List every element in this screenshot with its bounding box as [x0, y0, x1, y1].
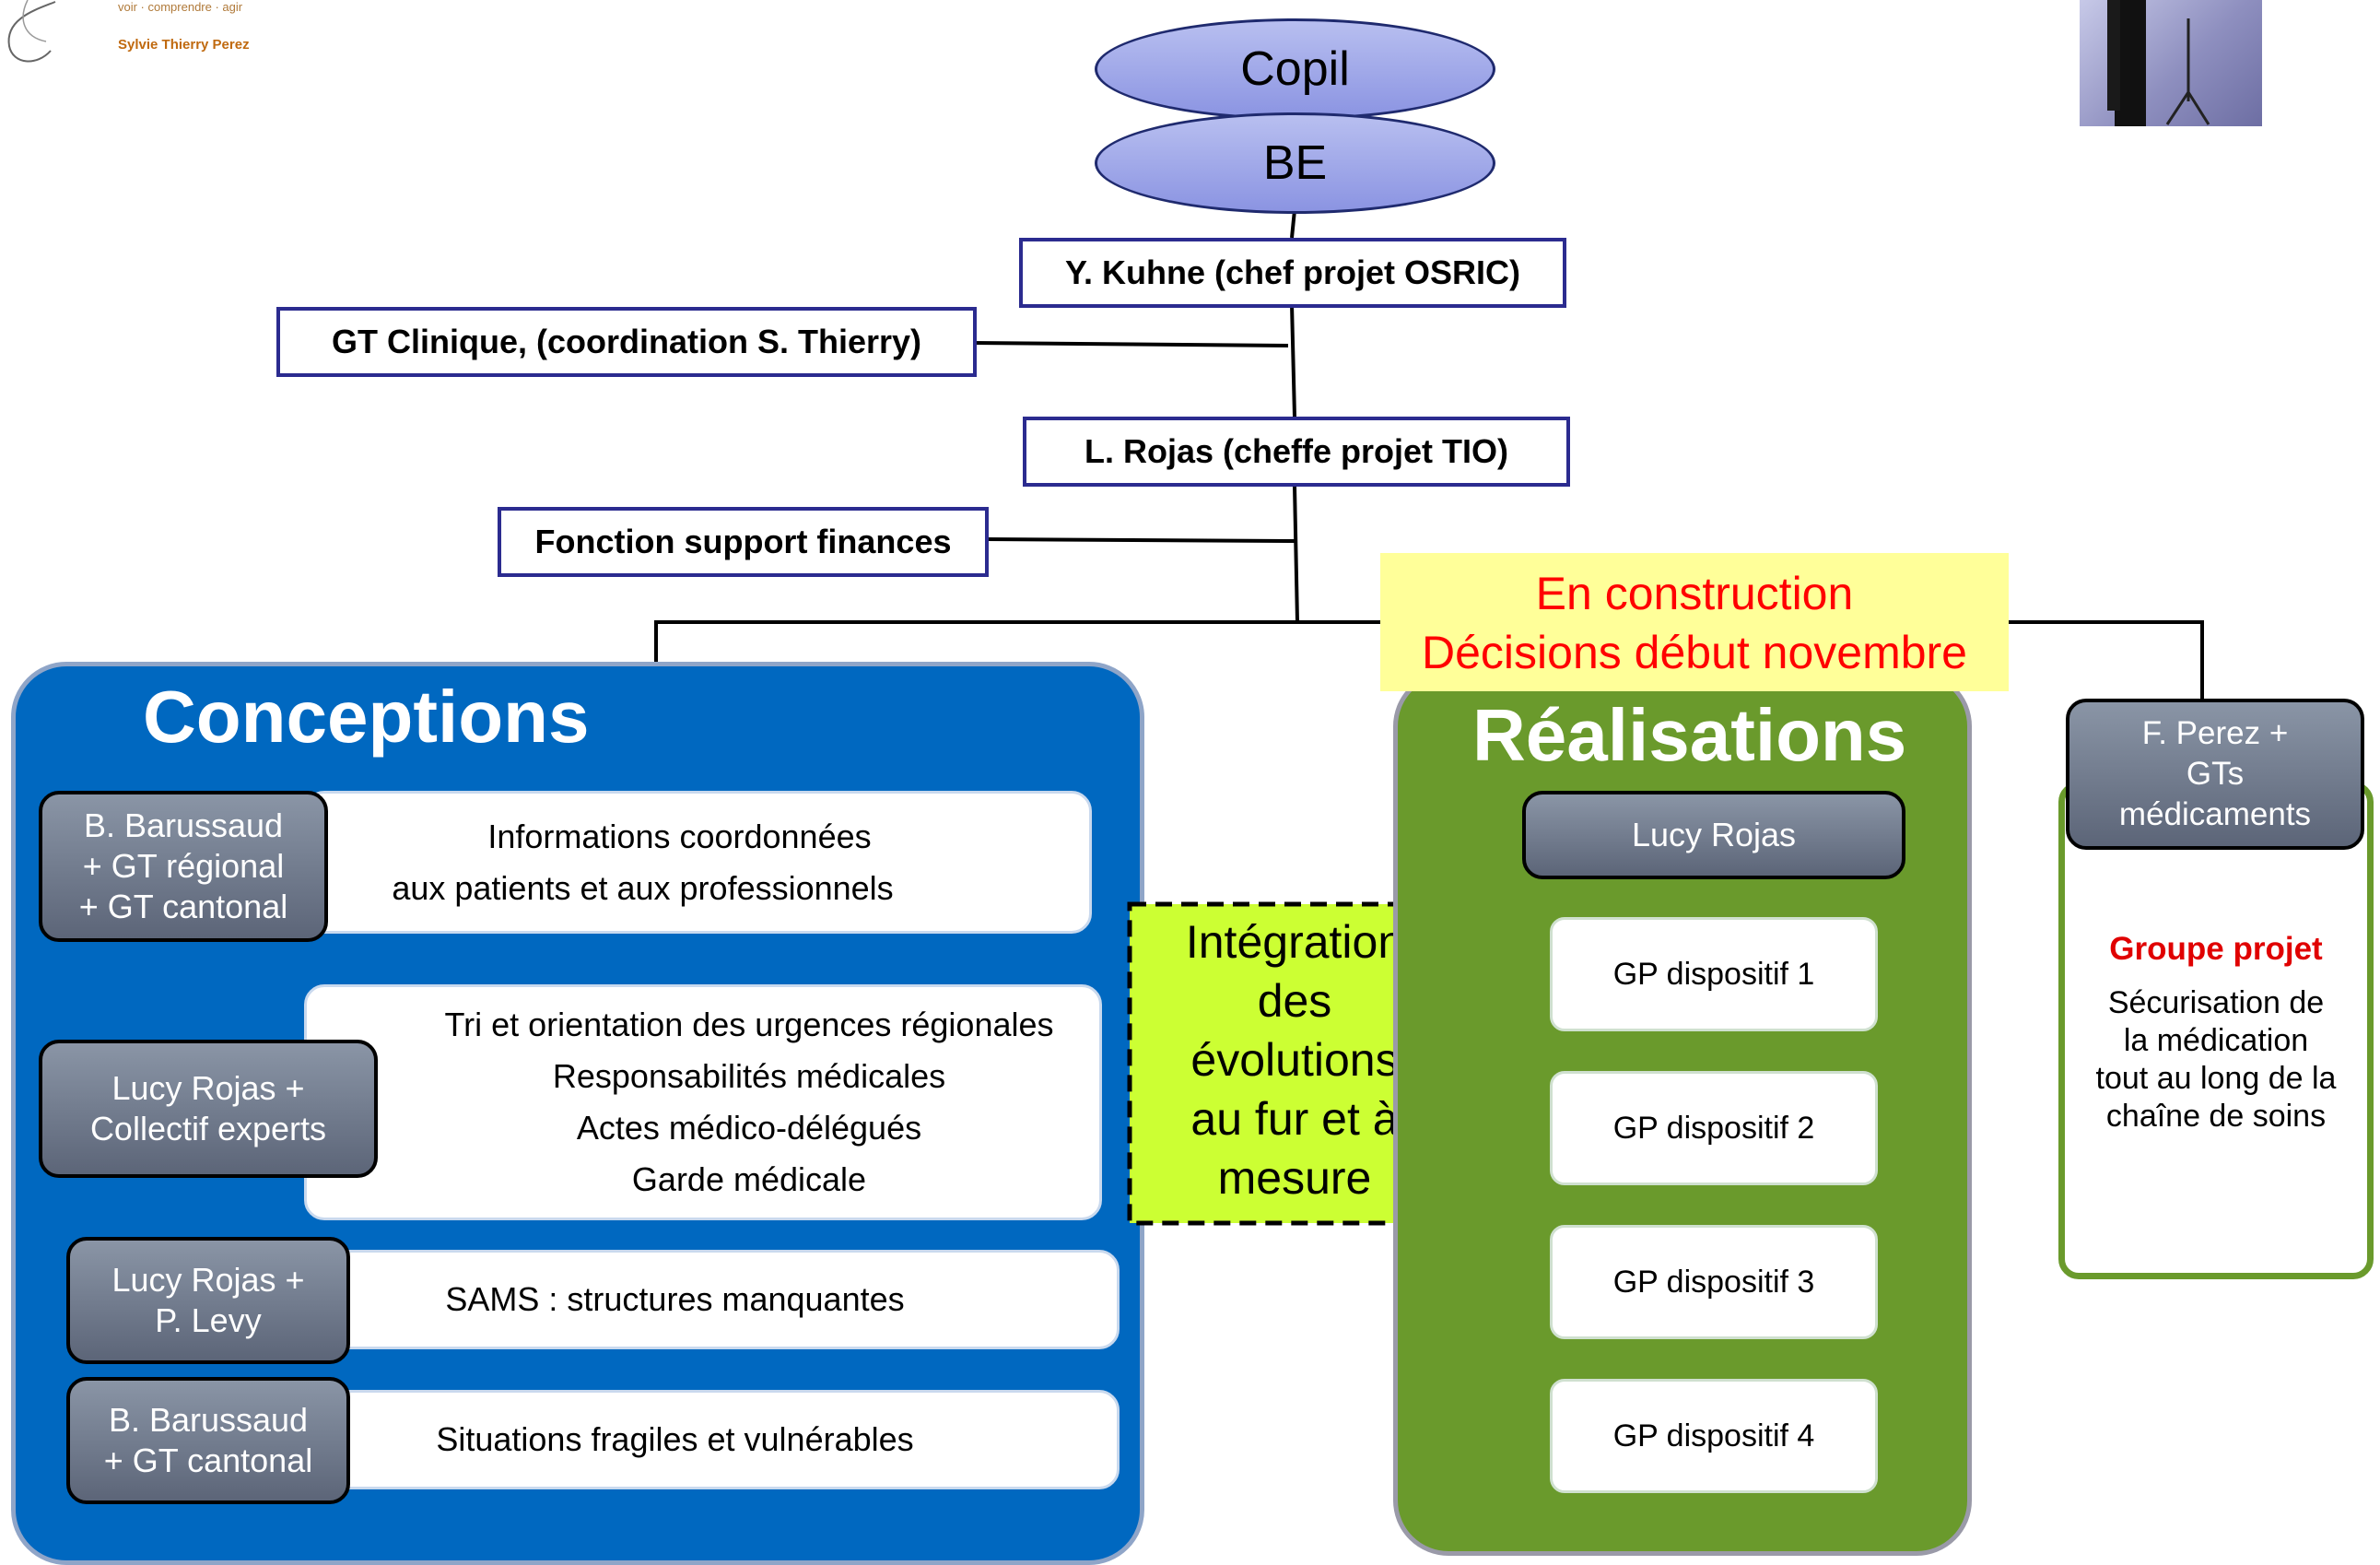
list-item: SAMS : structures manquantes — [445, 1280, 905, 1318]
realisations-owner: Lucy Rojas — [1522, 791, 1905, 879]
owner-line: médicaments — [2118, 796, 2312, 832]
conceptions-row-2-content: Tri et orientation des urgences régional… — [304, 984, 1102, 1220]
integration-line: mesure — [1217, 1152, 1372, 1204]
gp-dispositif-3: GP dispositif 3 — [1550, 1225, 1878, 1339]
list-item: Garde médicale — [631, 1160, 867, 1198]
realisations-title: Réalisations — [1472, 694, 1907, 776]
owner-line: P. Levy — [155, 1301, 262, 1339]
gt-clinique-box: GT Clinique, (coordination S. Thierry) — [276, 307, 977, 377]
description-line: Sécurisation de — [2107, 985, 2325, 1020]
conceptions-title: Conceptions — [143, 676, 590, 758]
groupe-projet-label: Groupe projet — [2109, 931, 2323, 967]
description-line: chaîne de soins — [2105, 1099, 2327, 1134]
conceptions-row-4-content: Situations fragiles et vulnérables — [304, 1390, 1120, 1489]
conceptions-row-1-content: Informations coordonnées aux patients et… — [304, 791, 1092, 934]
owner-line: + GT cantonal — [103, 1441, 313, 1479]
kuhne-box: Y. Kuhne (chef projet OSRIC) — [1019, 238, 1566, 308]
logo-tagline: voir · comprendre · agir — [118, 0, 243, 14]
owner-line: Lucy Rojas + — [111, 1261, 305, 1299]
list-item: Tri et orientation des urgences régional… — [444, 1006, 1054, 1043]
list-item: Responsabilités médicales — [552, 1057, 946, 1095]
owner-line: + GT cantonal — [78, 888, 288, 925]
integration-line: évolutions — [1190, 1034, 1399, 1086]
conceptions-row-2-owner: Lucy Rojas + Collectif experts — [39, 1040, 378, 1178]
integration-text: Intégration des évolutions au fur et à m… — [1138, 912, 1451, 1207]
logo: voir · comprendre · agir Sylvie Thierry … — [0, 0, 276, 69]
conceptions-row-1-owner: B. Barussaud + GT régional + GT cantonal — [39, 791, 328, 942]
finances-box: Fonction support finances — [498, 507, 989, 577]
integration-line: au fur et à — [1190, 1093, 1399, 1145]
integration-line: des — [1257, 975, 1332, 1027]
integration-line: Intégration — [1185, 916, 1404, 968]
list-item: Informations coordonnées — [487, 817, 872, 855]
description-line: la médication — [2123, 1023, 2309, 1058]
construction-notice: En construction Décisions début novembre — [1380, 553, 2009, 691]
owner-line: GTs — [2186, 756, 2245, 792]
medicaments-description: Sécurisation de la médication tout au lo… — [2060, 984, 2372, 1136]
medicaments-group-box — [2058, 782, 2374, 1279]
medicaments-owner: F. Perez + GTs médicaments — [2066, 699, 2364, 850]
gp-dispositif-4: GP dispositif 4 — [1550, 1379, 1878, 1493]
gp-dispositif-2: GP dispositif 2 — [1550, 1071, 1878, 1185]
logo-author: Sylvie Thierry Perez — [118, 37, 250, 53]
rojas-box: L. Rojas (cheffe projet TIO) — [1023, 417, 1570, 487]
list-item: aux patients et aux professionnels — [392, 868, 894, 907]
be-node: BE — [1095, 112, 1495, 214]
notice-line: En construction — [1535, 568, 1854, 619]
conceptions-row-4-owner: B. Barussaud + GT cantonal — [66, 1377, 350, 1504]
owner-line: Collectif experts — [89, 1110, 327, 1147]
owner-line: Lucy Rojas + — [111, 1069, 305, 1107]
logo-swirl-icon — [7, 0, 56, 63]
notice-line: Décisions début novembre — [1422, 627, 1967, 678]
owner-line: F. Perez + — [2141, 715, 2289, 751]
speaker-silhouette-icon — [2107, 0, 2210, 126]
description-line: tout au long de la — [2095, 1061, 2337, 1096]
owner-line: + GT régional — [82, 847, 285, 885]
conceptions-row-3-owner: Lucy Rojas + P. Levy — [66, 1237, 350, 1364]
owner-line: B. Barussaud — [108, 1401, 309, 1439]
owner-line: B. Barussaud — [83, 806, 284, 844]
speaker-photo — [2080, 0, 2262, 126]
gp-dispositif-1: GP dispositif 1 — [1550, 917, 1878, 1031]
copil-node: Copil — [1095, 18, 1495, 120]
list-item: Situations fragiles et vulnérables — [436, 1420, 914, 1458]
conceptions-row-3-content: SAMS : structures manquantes — [304, 1250, 1120, 1349]
list-item: Actes médico-délégués — [576, 1109, 922, 1147]
